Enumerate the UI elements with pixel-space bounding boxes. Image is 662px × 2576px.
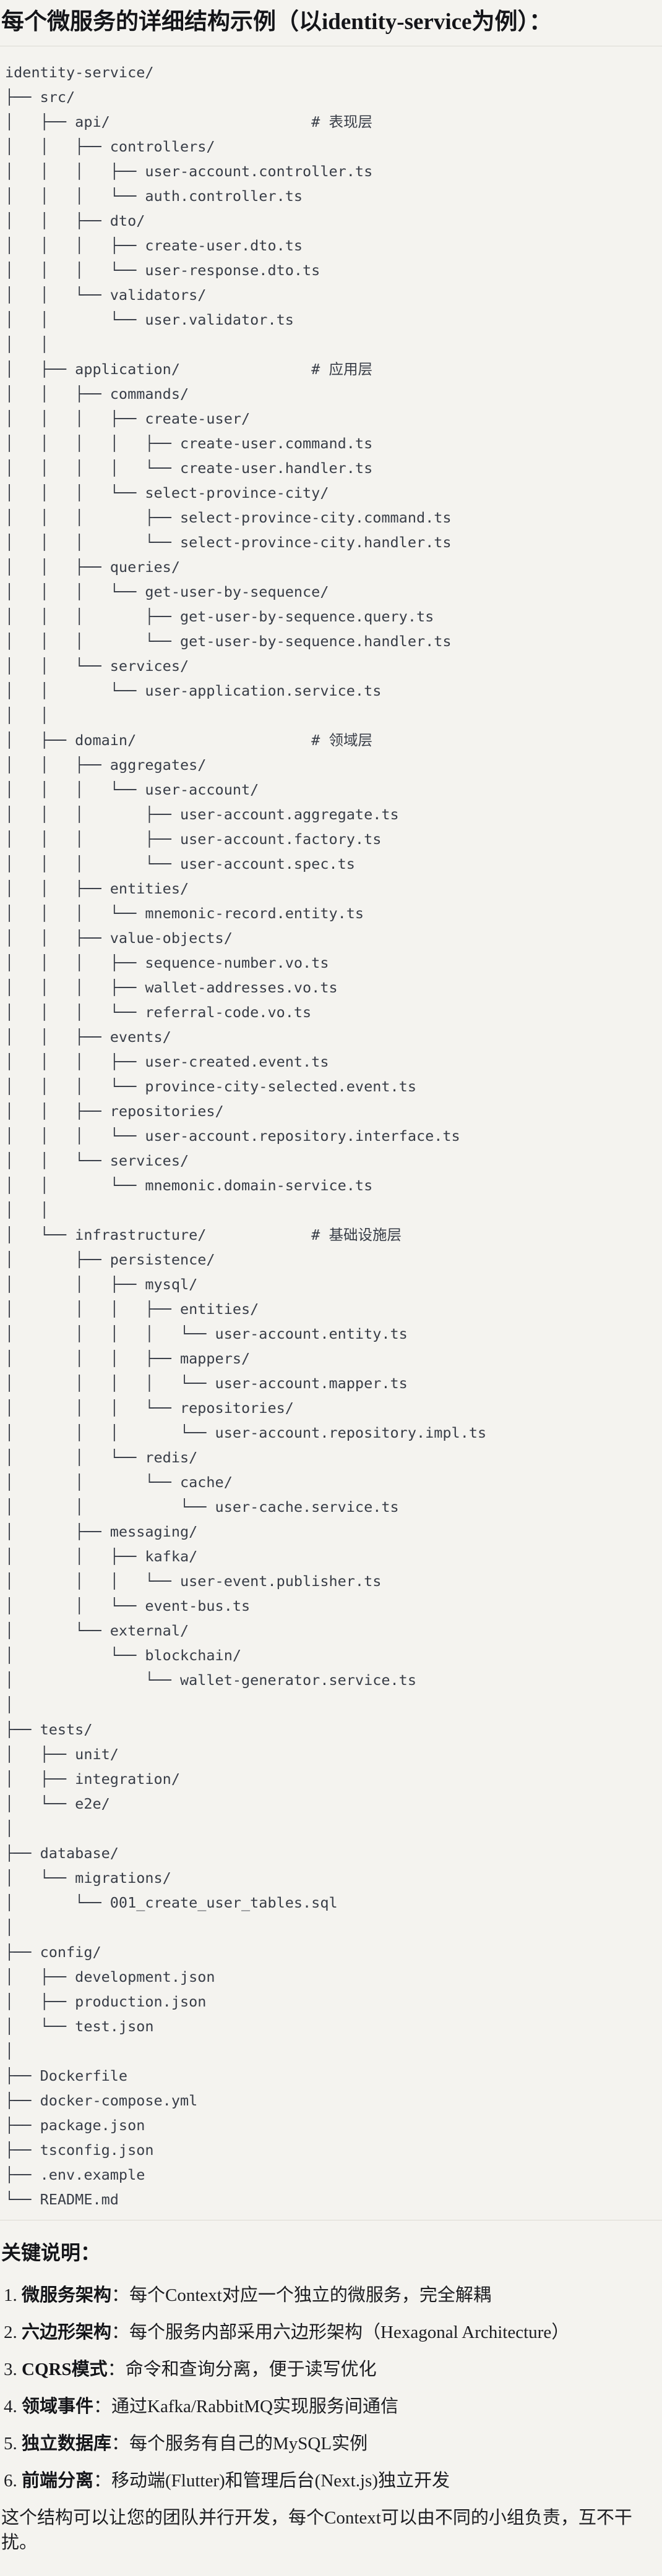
note-number: 2. [4,2322,22,2343]
note-label: CQRS模式 [22,2360,108,2380]
note-number: 5. [4,2434,22,2454]
notes-footer: 这个结构可以让您的团队并行开发，每个Context可以由不同的小组负责，互不干扰… [1,2508,632,2553]
directory-tree: identity-service/ ├── src/ │ ├── api/ # … [5,63,487,2208]
note-number: 4. [4,2397,22,2417]
note-number: 1. [4,2285,22,2306]
note-text: ：每个Context对应一个独立的微服务，完全解耦 [111,2285,491,2306]
note-item-hexagonal: 2. 六边形架构：每个服务内部采用六边形架构（Hexagonal Archite… [4,2320,657,2345]
note-text: ：每个服务有自己的MySQL实例 [111,2434,368,2454]
note-text: ：命令和查询分离，便于读写优化 [107,2360,377,2380]
note-item-microservices: 1. 微服务架构：每个Context对应一个独立的微服务，完全解耦 [4,2283,657,2308]
note-label: 六边形架构 [22,2322,112,2343]
notes-section: 关键说明： 1. 微服务架构：每个Context对应一个独立的微服务，完全解耦 … [0,2239,662,2576]
note-number: 3. [4,2360,22,2380]
note-item-domain-events: 4. 领域事件：通过Kafka/RabbitMQ实现服务间通信 [4,2394,657,2419]
note-number: 6. [4,2471,22,2491]
note-label: 前端分离 [22,2471,94,2491]
note-text: ：通过Kafka/RabbitMQ实现服务间通信 [93,2397,398,2417]
note-item-frontend-separation: 6. 前端分离：移动端(Flutter)和管理后台(Next.js)独立开发 [4,2468,657,2493]
note-text: ：每个服务内部采用六边形架构（Hexagonal Architecture） [111,2322,570,2343]
page-title: 每个微服务的详细结构示例（以identity-service为例）： [1,9,552,35]
note-text: ：移动端(Flutter)和管理后台(Next.js)独立开发 [93,2471,450,2491]
note-item-independent-db: 5. 独立数据库：每个服务有自己的MySQL实例 [4,2431,657,2456]
notes-heading: 关键说明： [1,2241,101,2264]
note-label: 微服务架构 [22,2285,112,2306]
note-item-cqrs: 3. CQRS模式：命令和查询分离，便于读写优化 [4,2357,657,2382]
note-label: 独立数据库 [22,2434,112,2454]
note-label: 领域事件 [22,2397,94,2417]
code-block: identity-service/ ├── src/ │ ├── api/ # … [0,45,662,2220]
